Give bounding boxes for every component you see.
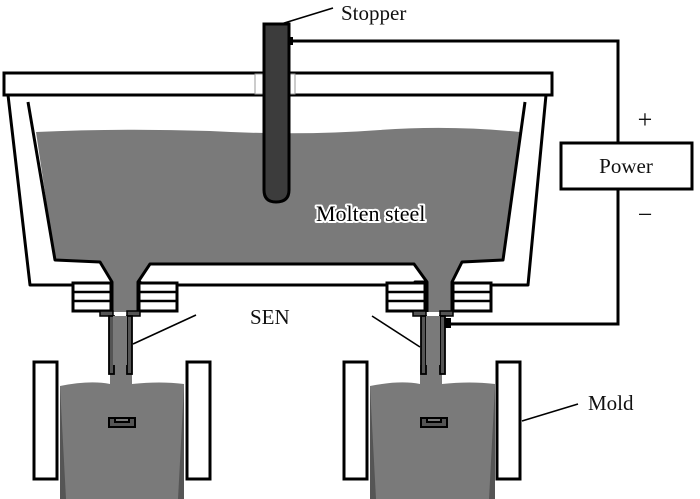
mold-right-steel	[370, 365, 495, 499]
positive-sign: +	[638, 105, 653, 134]
sen-leader-left	[132, 314, 197, 345]
power-circuit	[293, 39, 620, 326]
mold-left-shell-shade	[60, 386, 66, 499]
wire-positive	[293, 39, 620, 143]
sen-left	[99, 310, 141, 428]
mold-right-shell-shade-r	[489, 386, 495, 499]
mold-right-shell-shade	[370, 386, 376, 499]
upper-nozzle-right	[385, 281, 493, 313]
power-label: Power	[599, 154, 653, 178]
mold-label: Mold	[588, 391, 634, 415]
sen-right	[412, 310, 454, 428]
mold-right-wall-left	[342, 360, 369, 481]
stopper-leader	[280, 7, 334, 25]
wire-negative	[449, 189, 620, 326]
mold-leader	[521, 403, 579, 422]
mold-left-wall-right	[185, 360, 212, 481]
mold-left-wall-left	[32, 360, 59, 481]
mold-left-steel	[60, 365, 184, 499]
mold-left	[32, 360, 212, 499]
stopper-label: Stopper	[341, 1, 406, 25]
power-supply-box	[559, 141, 694, 191]
stopper-rod	[262, 22, 291, 204]
negative-sign: −	[638, 200, 653, 229]
sen-label: SEN	[250, 305, 290, 329]
sen-leader-right	[371, 315, 421, 348]
stopper-collar-left	[254, 73, 264, 95]
molten-steel-pool	[36, 127, 520, 313]
mold-left-shell-shade-r	[178, 386, 184, 499]
upper-nozzle-left	[71, 281, 179, 313]
mold-right	[342, 360, 522, 499]
sen-terminal	[445, 318, 451, 328]
stopper-terminal	[289, 37, 293, 45]
mold-right-wall-right	[495, 360, 522, 481]
molten-steel-label: Molten steel	[316, 201, 425, 226]
